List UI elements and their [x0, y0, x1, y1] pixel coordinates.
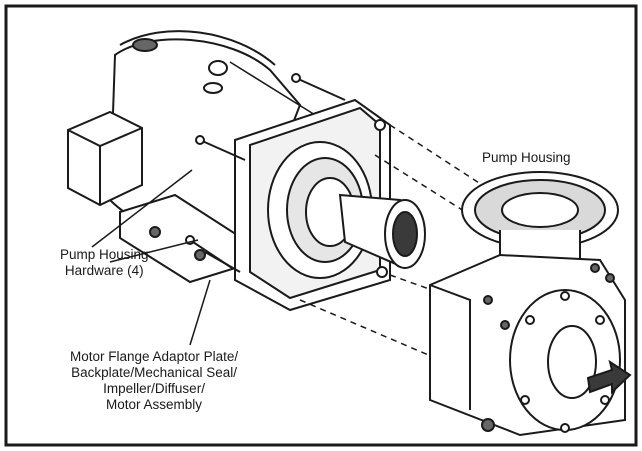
- adaptor-plate: [234, 98, 391, 312]
- label-motor-assembly: Motor Flange Adaptor Plate/ Backplate/Me…: [70, 349, 238, 413]
- leader-lines: [91, 169, 211, 346]
- label-line: Impeller/Diffuser/: [103, 381, 205, 396]
- label-line: Pump Housing: [60, 247, 149, 262]
- pump-housing: [429, 171, 632, 437]
- housing-bolts: [185, 73, 346, 273]
- label-line: Hardware (4): [64, 263, 144, 278]
- label-line: Motor Assembly: [106, 397, 203, 412]
- label-line: Motor Flange Adaptor Plate/: [70, 349, 239, 364]
- diagram-border: [4, 4, 638, 447]
- junction-box: [67, 110, 143, 207]
- impeller-cone: [338, 193, 426, 270]
- label-housing-hardware: Pump Housing Hardware (4): [60, 247, 149, 279]
- label-pump-housing: Pump Housing: [482, 150, 571, 165]
- label-line: Backplate/Mechanical Seal/: [71, 365, 237, 380]
